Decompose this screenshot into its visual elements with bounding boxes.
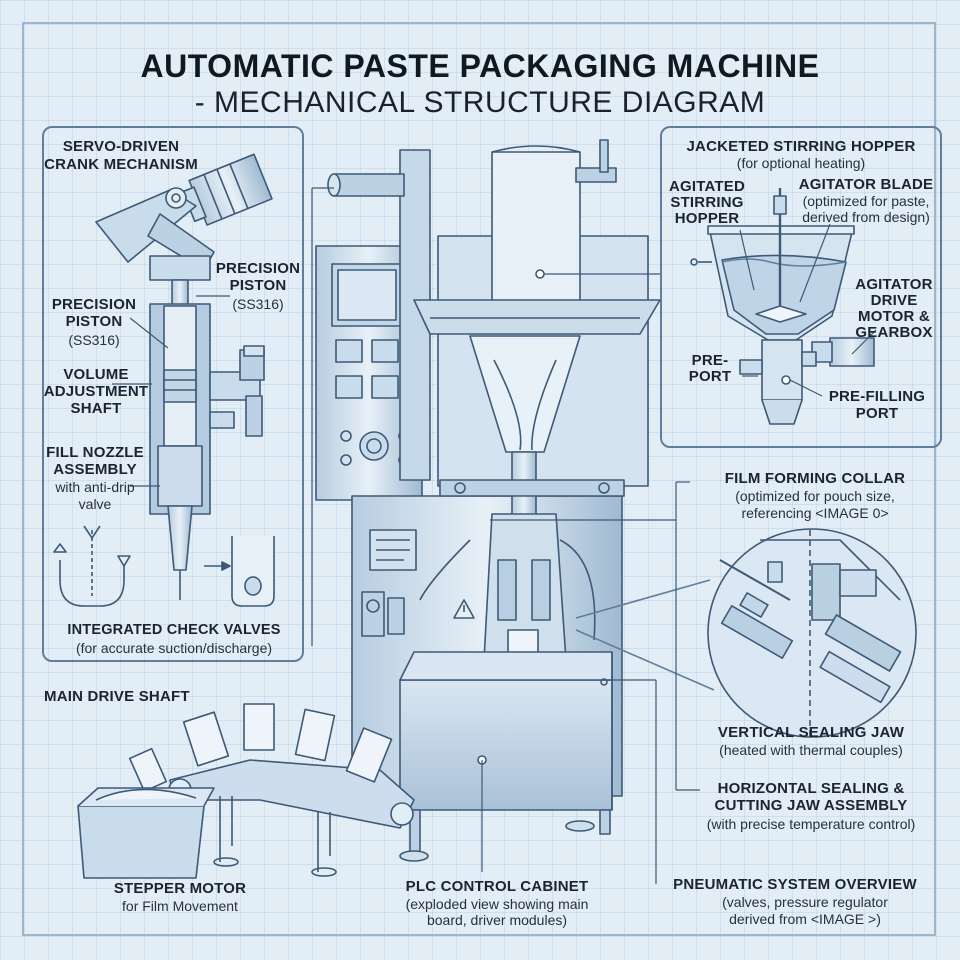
label-pneumatic-2: (valves, pressure regulator: [722, 894, 888, 910]
horizontal-jaw-assembly: [720, 592, 902, 704]
label-check-valves-2: (for accurate suction/discharge): [75, 640, 273, 656]
label-vertical-jaw-2: (heated with thermal couples): [719, 742, 903, 758]
label-horizontal-jaw-3: (with precise temperature control): [706, 816, 916, 832]
label-plc-1: PLC CONTROL CABINET: [405, 878, 589, 895]
label-horizontal-jaw-2: CUTTING JAW ASSEMBLY: [714, 797, 908, 814]
label-volume-2: ADJUSTMENT: [43, 383, 149, 400]
label-jacketed-2: (for optional heating): [736, 155, 866, 171]
agitator-motor: [829, 337, 875, 367]
label-pneumatic-1: PNEUMATIC SYSTEM OVERVIEW: [673, 876, 917, 893]
label-fill-nozzle-1: FILL NOZZLE: [46, 444, 144, 461]
label-fill-nozzle-2: ASSEMBLY: [53, 461, 137, 478]
fill-nozzle: [167, 505, 193, 571]
hopper-detail-panel: [660, 126, 942, 448]
pouch-1: [182, 711, 230, 767]
collection-bin: [77, 805, 205, 879]
plc-cabinet: [399, 679, 613, 811]
label-volume-1: VOLUME: [63, 366, 129, 383]
label-stepper-2: for Film Movement: [122, 898, 238, 914]
diagram-subtitle: - MECHANICAL STRUCTURE DIAGRAM: [194, 86, 766, 119]
label-agitator-motor-1: AGITATOR: [855, 276, 933, 293]
servo-motor: [182, 153, 273, 226]
piston-detail-panel: [42, 126, 304, 662]
label-volume-3: SHAFT: [70, 400, 122, 417]
upper-plate: [413, 299, 661, 335]
piston-head: [163, 369, 197, 403]
film-roller-shaft: [333, 173, 405, 197]
label-agitator-blade-1: AGITATOR BLADE: [798, 176, 934, 193]
label-servo-line1: SERVO-DRIVEN: [62, 138, 180, 155]
crank-arm: [95, 189, 197, 263]
collar-clamp-bar: [439, 479, 625, 497]
label-main-drive-shaft: MAIN DRIVE SHAFT: [44, 688, 190, 705]
label-agitator-blade-2: (optimized for paste,: [802, 193, 930, 209]
label-pre-port-2: PORT: [688, 368, 732, 385]
label-prefilling-2: PORT: [855, 405, 899, 422]
pressure-regulator: [361, 591, 385, 637]
label-plc-2: (exploded view showing main: [405, 896, 589, 912]
label-precision-piston-left-3: (SS316): [68, 332, 120, 348]
label-agitator-motor-3: MOTOR &: [858, 308, 930, 325]
label-pre-port-1: PRE-: [691, 352, 729, 369]
label-collar-3: referencing <IMAGE 0>: [741, 505, 889, 521]
label-horizontal-jaw-1: HORIZONTAL SEALING &: [717, 780, 905, 797]
pouch-5: [128, 747, 168, 793]
pouch-2: [243, 703, 275, 751]
label-agitator-motor-4: GEARBOX: [855, 324, 933, 341]
check-valve-symbol-1: [53, 543, 67, 553]
label-agitated-1: AGITATED: [668, 178, 746, 195]
page-border: [22, 22, 936, 936]
label-precision-piston-right-2: PISTON: [229, 277, 287, 294]
label-stepper-1: STEPPER MOTOR: [113, 880, 247, 897]
label-fill-nozzle-3: with anti-drip: [55, 479, 135, 495]
label-jacketed-1: JACKETED STIRRING HOPPER: [686, 138, 916, 155]
diagram-title: AUTOMATIC PASTE PACKAGING MACHINE: [140, 48, 820, 84]
forming-collar: [469, 335, 581, 453]
film-roll: [491, 151, 581, 313]
label-plc-3: board, driver modules): [426, 912, 568, 928]
label-servo-line2: CRANK MECHANISM: [44, 156, 198, 173]
label-agitated-2: STIRRING: [670, 194, 744, 211]
label-agitated-3: HOPPER: [674, 210, 740, 227]
vertical-jaw: [811, 563, 841, 621]
drip-cup: [231, 536, 275, 607]
label-collar-2: (optimized for pouch size,: [735, 488, 895, 504]
panel-knob: [359, 431, 389, 461]
label-pneumatic-3: derived from <IMAGE >): [729, 911, 881, 927]
label-agitator-motor-2: DRIVE: [870, 292, 918, 309]
panel-display-1: [335, 339, 363, 363]
label-vertical-jaw-1: VERTICAL SEALING JAW: [717, 724, 905, 741]
panel-display-2: [371, 339, 399, 363]
pouch-4: [345, 727, 393, 783]
label-agitator-blade-3: derived from design): [802, 209, 930, 225]
label-precision-piston-right-1: PRECISION: [215, 260, 301, 277]
pouch-3: [294, 708, 336, 762]
label-check-valves-1: INTEGRATED CHECK VALVES: [67, 622, 281, 638]
label-precision-piston-right-3: (SS316): [232, 296, 284, 312]
label-prefilling-1: PRE-FILLING: [828, 388, 926, 405]
label-fill-nozzle-4: valve: [78, 496, 112, 512]
label-precision-piston-left-2: PISTON: [65, 313, 123, 330]
label-precision-piston-left-1: PRECISION: [51, 296, 137, 313]
label-collar-1: FILM FORMING COLLAR: [724, 470, 906, 487]
agitator-blade: [755, 305, 807, 323]
